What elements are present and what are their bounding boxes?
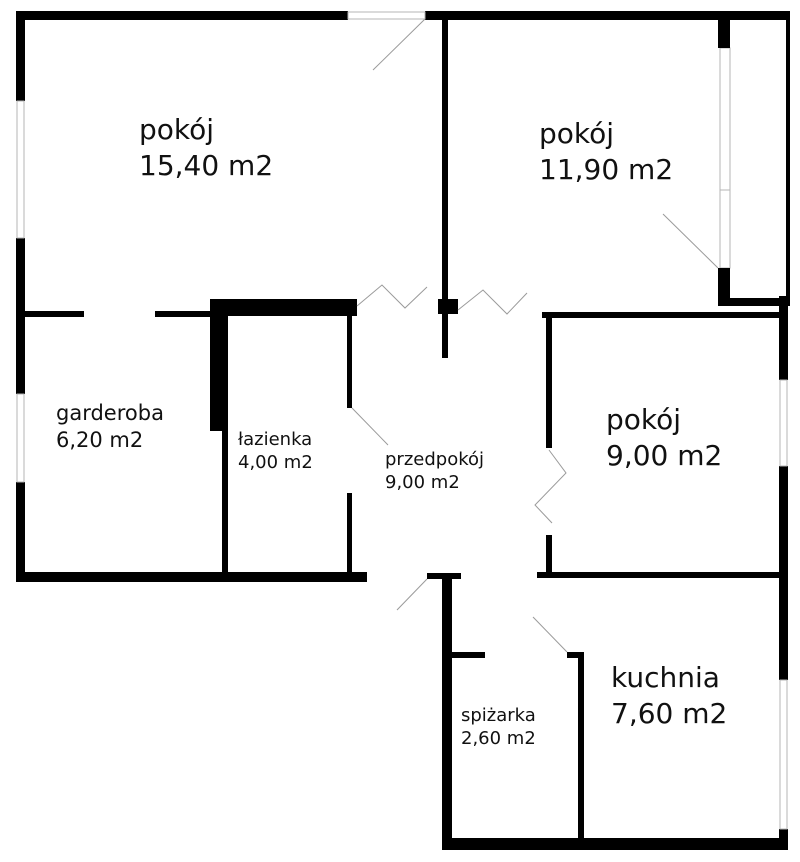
doors xyxy=(351,18,719,653)
folding-door-room1 xyxy=(356,284,428,309)
room-label-room-1: pokój 15,40 m2 xyxy=(139,112,273,184)
room-area: 11,90 m2 xyxy=(539,152,674,186)
window-balcony xyxy=(719,47,731,269)
room-label-room-3: pokój 9,00 m2 xyxy=(606,402,722,474)
room-label-hallway: przedpokój 9,00 m2 xyxy=(385,448,484,494)
room-area: 6,20 m2 xyxy=(56,427,144,452)
room-name: pokój xyxy=(606,403,682,436)
room-name: spiżarka xyxy=(461,705,536,726)
door-entry xyxy=(396,578,428,611)
folding-door-room2 xyxy=(457,289,528,315)
room-name: przedpokój xyxy=(385,449,485,470)
window-left-wardrobe xyxy=(16,393,25,483)
room-area: 9,00 m2 xyxy=(385,472,460,494)
room-label-pantry: spiżarka 2,60 m2 xyxy=(461,704,536,750)
window-left-room1 xyxy=(16,100,25,239)
room-area: 7,60 m2 xyxy=(611,696,728,730)
room-label-bathroom: łazienka 4,00 m2 xyxy=(238,428,313,474)
room-area: 15,40 m2 xyxy=(139,148,274,182)
outer-walls xyxy=(16,11,790,850)
room-name: pokój xyxy=(539,117,615,150)
room-name: pokój xyxy=(139,113,215,146)
room-area: 9,00 m2 xyxy=(606,438,723,472)
door-kitchen xyxy=(532,616,568,653)
room-label-kitchen: kuchnia 7,60 m2 xyxy=(611,660,727,732)
door-bathroom xyxy=(351,407,389,446)
window-room3 xyxy=(779,379,788,467)
window-top xyxy=(347,11,426,20)
room-name: kuchnia xyxy=(611,661,720,694)
window-kitchen xyxy=(779,679,788,830)
room-area: 4,00 m2 xyxy=(238,452,313,474)
interior-walls xyxy=(24,11,790,850)
door-room1-top xyxy=(372,18,426,71)
room-area: 2,60 m2 xyxy=(461,728,536,750)
room-label-room-2: pokój 11,90 m2 xyxy=(539,116,673,188)
room-name: łazienka xyxy=(238,429,313,450)
folding-door-room3 xyxy=(534,449,567,524)
room-label-wardrobe: garderoba 6,20 m2 xyxy=(56,400,164,454)
door-balcony xyxy=(662,213,719,269)
room-name: garderoba xyxy=(56,401,164,425)
